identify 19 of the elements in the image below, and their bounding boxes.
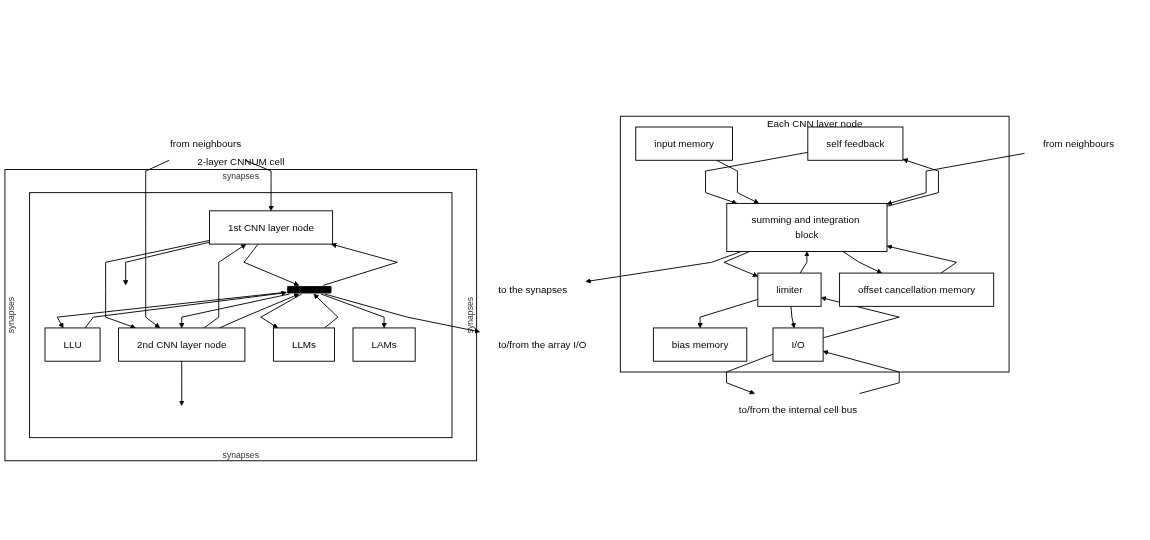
node-box: summing and integration block — [726, 202, 888, 252]
node-text: from neighbours — [169, 138, 242, 149]
node-box: bias memory — [652, 327, 748, 362]
node-box: I/O — [772, 327, 824, 362]
node-text: to/from the internal cell bus — [738, 404, 858, 416]
node-box: limiter — [757, 272, 822, 307]
node-box: 2nd CNN layer node — [118, 327, 246, 362]
cluster — [29, 192, 453, 439]
node-text: to/from the array I/O — [498, 339, 587, 350]
node-box: LAMs — [352, 327, 416, 362]
node-label: 2-layer CNNUM cell — [197, 156, 285, 168]
node-box: 1st CNN layer node — [209, 210, 334, 245]
node-text: from neighbours — [1042, 138, 1115, 149]
node-box: LLMs — [272, 327, 335, 362]
node-text: to the synapses — [498, 284, 568, 295]
node-box: input memory — [635, 126, 733, 161]
node-box: LLU — [44, 327, 101, 362]
node-box: self feedback — [807, 126, 904, 161]
node-box: offset cancellation memory — [839, 272, 995, 307]
